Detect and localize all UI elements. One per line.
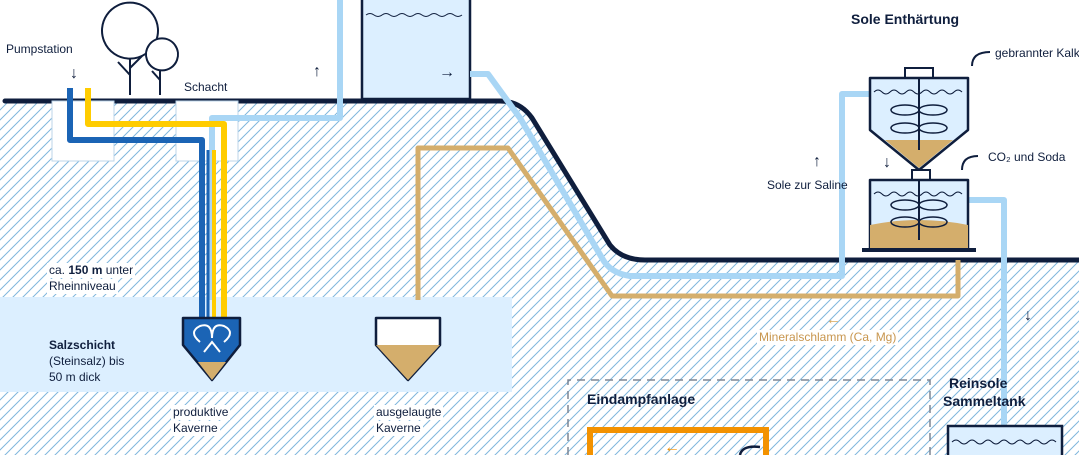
schacht-label: Schacht: [184, 80, 228, 94]
down-arrow-softening: ↓: [883, 154, 891, 171]
leached-cavern: [374, 316, 442, 382]
reinsole-collecting-tank: [946, 424, 1064, 455]
mineralschlamm-label: Mineralschlamm (Ca, Mg): [757, 330, 899, 345]
productive-cavern: [181, 316, 242, 382]
brine-pipe-to-collecting-tank: [968, 197, 1007, 455]
mud-pipe: [415, 145, 961, 300]
right-arrow-brine: →: [439, 64, 455, 81]
brine-pipe-to-softening: [470, 71, 870, 279]
quicklime-label: gebrannter Kalk: [995, 46, 1079, 60]
ausgelaugte-kaverne-line1: ausgelaugte: [374, 405, 444, 420]
depth-prefix: ca.: [49, 263, 66, 277]
down-arrow-pumpstation: ↓: [70, 65, 78, 82]
pumpstation-shaft: [51, 100, 115, 162]
up-arrow-saline: ↑: [813, 153, 821, 170]
up-arrow-brine: ↑: [313, 63, 321, 80]
softening-title: Sole Enthärtung: [851, 11, 960, 27]
eindampfanlage-title: Eindampfanlage: [587, 391, 696, 407]
produktive-kaverne-line1: produktive: [171, 405, 231, 420]
sole-zur-saline-label: Sole zur Saline: [767, 178, 848, 192]
ausgelaugte-kaverne-line2: Kaverne: [374, 421, 423, 436]
depth-value: 150 m: [68, 263, 103, 277]
depth-suffix: unter: [105, 263, 134, 277]
trees: [101, 1, 179, 95]
depth-label: ca. 150 m unter: [47, 263, 136, 278]
reinsole-title-line1: Reinsole: [949, 375, 1008, 391]
blanket-pipe: [85, 88, 227, 320]
evaporation-orange-pipe: [587, 427, 769, 455]
salzschicht-title: Salzschicht: [47, 338, 118, 353]
produktive-kaverne-line2: Kaverne: [171, 421, 220, 436]
depth-line2: Rheinniveau: [47, 279, 118, 294]
down-arrow-collecting: ↓: [1024, 307, 1032, 324]
salzschicht-line3: 50 m dick: [47, 370, 103, 385]
evaporation-plant-box: [567, 379, 931, 455]
salzschicht-line2: (Steinsalz) bis: [47, 354, 127, 369]
softening-plant: [862, 51, 991, 252]
freshwater-pipe: [67, 88, 205, 320]
left-arrow-evaporation: ←: [664, 439, 680, 455]
pumpstation-label: Pumpstation: [6, 42, 73, 56]
reinsole-title-line2: Sammeltank: [943, 393, 1026, 409]
left-arrow-mud: ←: [826, 311, 841, 328]
co2-soda-label: CO₂ und Soda: [988, 150, 1066, 164]
